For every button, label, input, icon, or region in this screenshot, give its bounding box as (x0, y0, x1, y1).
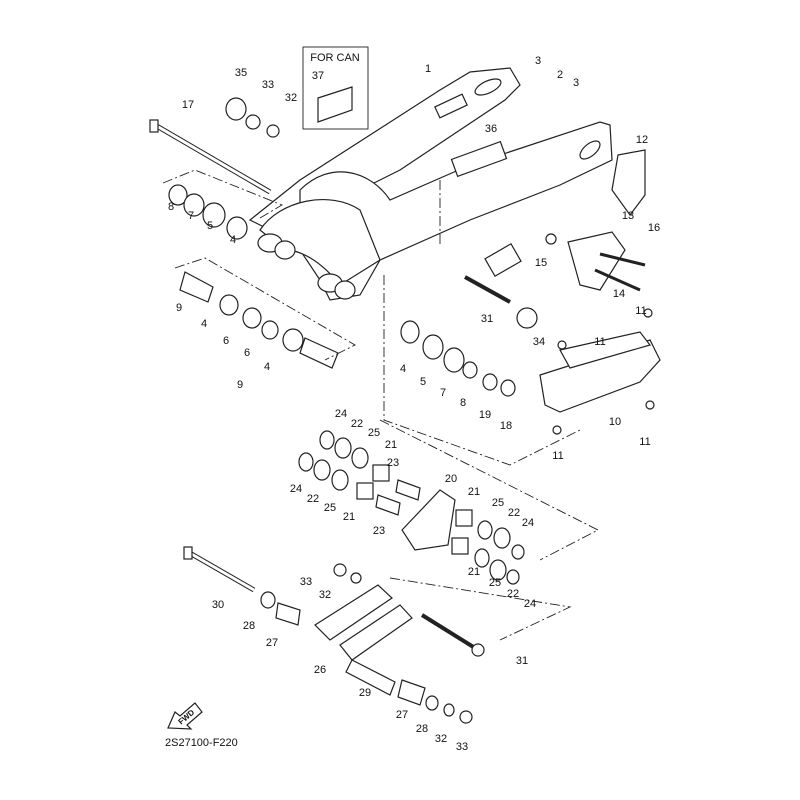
part-number-label: 18 (500, 420, 512, 432)
part-number-label: 11 (552, 450, 563, 462)
part-number-label: 6 (223, 335, 229, 347)
part-number-label: 22 (351, 418, 363, 430)
for-can-label: FOR CAN (310, 52, 360, 64)
part-number-label: 1 (425, 63, 431, 75)
part-number-label: 10 (609, 416, 621, 428)
part-number-label: 24 (335, 408, 347, 420)
part-number-label: 16 (648, 222, 660, 234)
part-number-label: 23 (387, 457, 399, 469)
part-number-label: 14 (613, 288, 625, 300)
for-can-box: FOR CAN (302, 46, 369, 130)
warning-label-36 (450, 140, 508, 178)
part-number-label: 6 (244, 347, 250, 359)
part-number-label: 21 (385, 439, 397, 451)
part-number-label: 4 (230, 234, 236, 246)
part-number-label: 13 (622, 210, 634, 222)
part-number-label: 32 (285, 92, 297, 104)
part-number-label: 33 (262, 79, 274, 91)
part-number-label: 31 (481, 313, 493, 325)
part-number-label: 33 (456, 741, 468, 753)
part-number-label: 35 (235, 67, 247, 79)
part-number-label: 5 (207, 220, 213, 232)
part-number-label: 24 (290, 483, 302, 495)
part-number-label: 28 (243, 620, 255, 632)
part-number-label: 25 (489, 577, 501, 589)
part-number-label: 4 (400, 363, 406, 375)
part-number-label: 25 (324, 502, 336, 514)
part-number-label: 31 (516, 655, 528, 667)
part-number-label: 24 (522, 517, 534, 529)
part-number-label: 25 (492, 497, 504, 509)
part-number-label: 19 (479, 409, 491, 421)
part-number-label: 22 (507, 588, 519, 600)
part-number-label: 8 (460, 397, 466, 409)
part-number-label: 5 (420, 376, 426, 388)
part-number-label: 9 (237, 379, 243, 391)
part-number-label: 32 (435, 733, 447, 745)
part-number-label: 24 (524, 598, 536, 610)
part-number-label: 28 (416, 723, 428, 735)
part-number-label: 12 (636, 134, 648, 146)
part-number-label: 22 (508, 507, 520, 519)
part-number-label: 11 (594, 336, 605, 348)
part-number-label: 21 (343, 511, 355, 523)
part-number-label: 25 (368, 427, 380, 439)
fwd-arrow-icon: FWD (167, 702, 203, 730)
part-number-label: 4 (264, 361, 270, 373)
part-number-label: 32 (319, 589, 331, 601)
part-number-label: 2 (557, 69, 563, 81)
part-number-label: 22 (307, 493, 319, 505)
part-number-label: 8 (168, 201, 174, 213)
part-number-label: 33 (300, 576, 312, 588)
part-number-label: 3 (535, 55, 541, 67)
part-number-label: 20 (445, 473, 457, 485)
part-number-label: 7 (188, 210, 194, 222)
part-number-label: 11 (639, 436, 650, 448)
part-number-label: 34 (533, 336, 545, 348)
chain-parts (383, 149, 661, 466)
part-number-label: 21 (468, 566, 480, 578)
part-number-label: 3 (573, 77, 579, 89)
part-number-label: 27 (266, 637, 278, 649)
part-number-label: 17 (182, 99, 194, 111)
connecting-rod-parts (183, 546, 572, 724)
part-number-label: 9 (176, 302, 182, 314)
part-number-label: 15 (535, 257, 547, 269)
part-number-label: 7 (440, 387, 446, 399)
part-number-label: 27 (396, 709, 408, 721)
part-number-label: 36 (485, 123, 497, 135)
part-number-label: 21 (468, 486, 480, 498)
part-number-label: 26 (314, 664, 326, 676)
part-number-label: 4 (201, 318, 207, 330)
part-number-label: 29 (359, 687, 371, 699)
part-number-label: 30 (212, 599, 224, 611)
part-number-label: 37 (312, 70, 324, 82)
relay-arm-parts (298, 419, 599, 585)
part-number-label: 11 (635, 305, 646, 317)
swingarm (248, 67, 613, 301)
part-number-label: 23 (373, 525, 385, 537)
pivot-parts (149, 97, 356, 369)
diagram-code: 2S27100-F220 (165, 737, 238, 749)
